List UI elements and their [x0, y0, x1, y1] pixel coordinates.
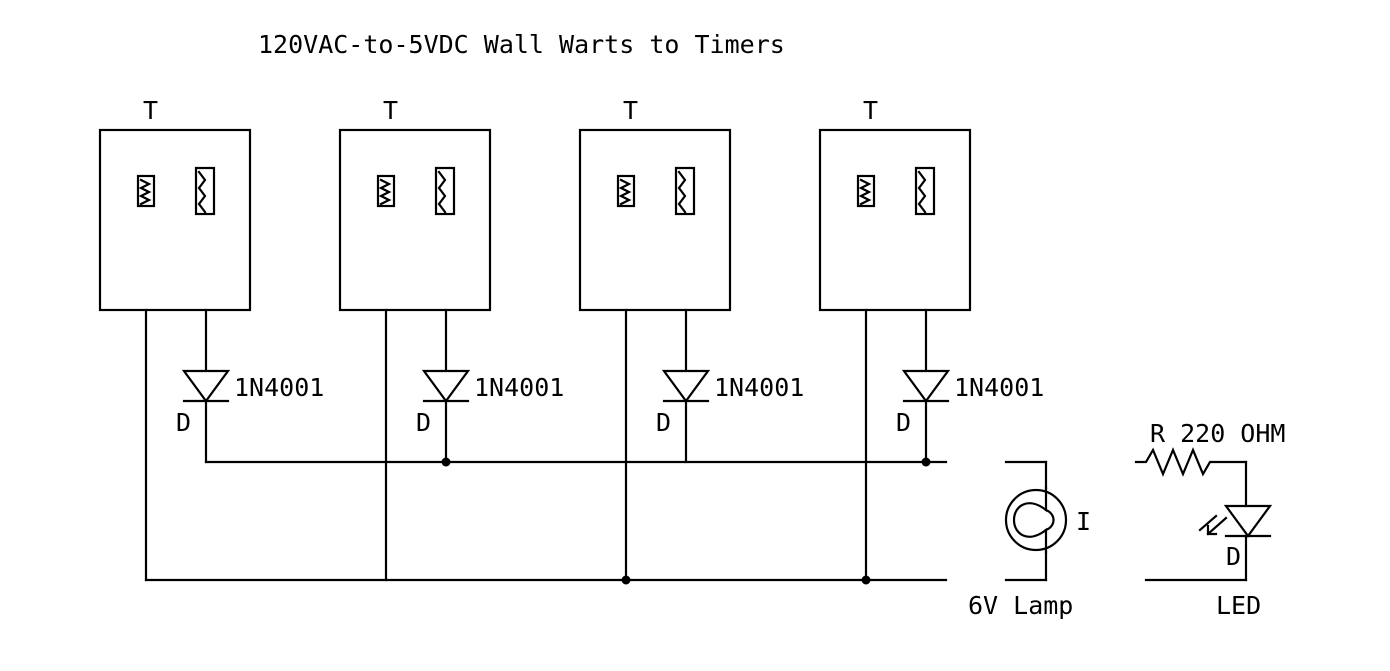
timer-1-diode [181, 369, 231, 403]
lamp: I 6V Lamp [968, 460, 1091, 620]
timer-1-outlet-slot-large [194, 166, 216, 216]
timer-1-outlet-slot-small [136, 174, 156, 208]
timer-4-label: T [863, 96, 878, 125]
timer-3-outlet-slot-small [616, 174, 636, 208]
timer-4-diode-name: 1N4001 [954, 373, 1044, 402]
timer-3-outlet-slot-large [674, 166, 696, 216]
resistor-label: R 220 OHM [1150, 419, 1285, 448]
lamp-bulb-icon [1004, 488, 1068, 552]
timer-3-outlet-box [578, 128, 732, 312]
timer-2: T 1N4001 D [338, 96, 564, 582]
timer-3-label: T [623, 96, 638, 125]
junction-dot [921, 457, 931, 467]
diagram-title: 120VAC-to-5VDC Wall Warts to Timers [258, 30, 785, 59]
timer-2-outlet-slot-small [376, 174, 396, 208]
junction-dot [621, 575, 631, 585]
timer-2-label: T [383, 96, 398, 125]
timer-3: T 1N4001 D [578, 96, 804, 582]
lamp-name: 6V Lamp [968, 591, 1073, 620]
resistor-icon [1134, 447, 1248, 477]
timer-2-diode-ref: D [416, 408, 431, 437]
timer-1-label: T [143, 96, 158, 125]
timer-2-outlet-box [338, 128, 492, 312]
timer-1-outlet-box [98, 128, 252, 312]
timer-4-outlet-box [818, 128, 972, 312]
led-icon [1198, 504, 1273, 538]
timer-4-outlet-slot-large [914, 166, 936, 216]
timer-3-diode-ref: D [656, 408, 671, 437]
timer-2-diode [421, 369, 471, 403]
led-name: LED [1216, 591, 1261, 620]
lamp-ref: I [1076, 507, 1091, 536]
timer-1-diode-ref: D [176, 408, 191, 437]
timer-4-diode-ref: D [896, 408, 911, 437]
timer-4: T 1N4001 D [818, 96, 1044, 582]
timer-2-diode-name: 1N4001 [474, 373, 564, 402]
timer-2-outlet-slot-large [434, 166, 456, 216]
timer-3-diode [661, 369, 711, 403]
timer-4-outlet-slot-small [856, 174, 876, 208]
timer-4-diode [901, 369, 951, 403]
timer-3-diode-name: 1N4001 [714, 373, 804, 402]
led-circuit: R 220 OHM D LED [1134, 419, 1285, 620]
junction-dot [861, 575, 871, 585]
timer-1-diode-name: 1N4001 [234, 373, 324, 402]
junction-dot [441, 457, 451, 467]
timer-1: T 1N4001 D [98, 96, 324, 582]
led-ref: D [1226, 542, 1241, 571]
